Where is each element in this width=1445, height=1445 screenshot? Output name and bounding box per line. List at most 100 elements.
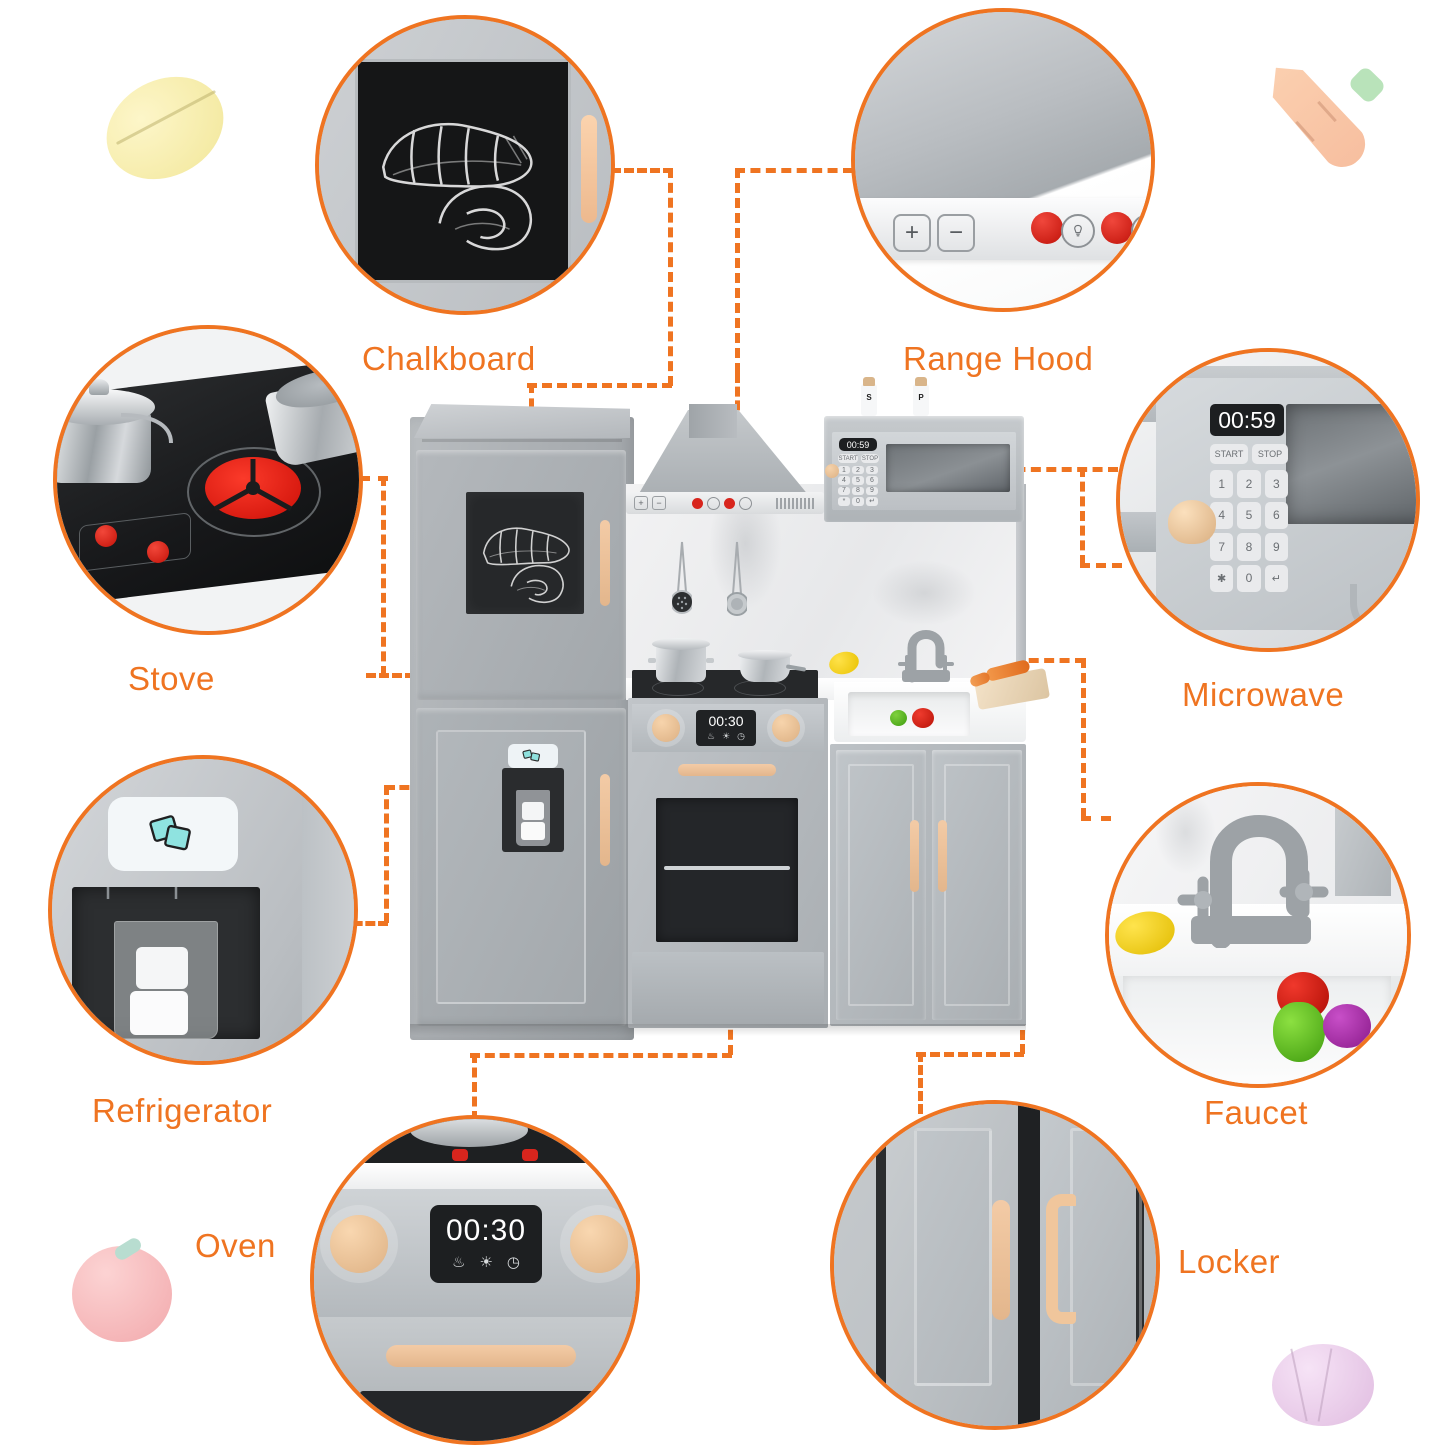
callout-bubble-oven[interactable]: 00:30 ♨ ☀ ◷	[310, 1115, 640, 1445]
microwave-zoom-key-8[interactable]: 8	[1237, 533, 1261, 561]
label-faucet: Faucet	[1204, 1094, 1308, 1131]
stove-zoom-knob-1[interactable]	[95, 525, 117, 547]
hood-red-button-2[interactable]	[724, 497, 735, 509]
microwave-key-6[interactable]: 6	[866, 476, 878, 485]
callout-bubble-locker[interactable]	[830, 1100, 1160, 1430]
microwave-zoom-key-1[interactable]: 1	[1210, 470, 1234, 498]
microwave-zoom-key-2[interactable]: 2	[1237, 470, 1261, 498]
microwave-key-enter[interactable]: ↵	[866, 496, 878, 506]
microwave-stop-button[interactable]: STOP	[861, 454, 879, 463]
sink-faucet[interactable]	[892, 608, 960, 684]
microwave-zoom-key-6[interactable]: 6	[1264, 501, 1288, 529]
microwave-key-star[interactable]: *	[838, 496, 850, 506]
connector-microwave-v1	[1080, 467, 1085, 565]
oven-knob-left[interactable]	[652, 714, 680, 742]
range-hood-control-strip[interactable]: + −	[626, 492, 824, 514]
hood-zoom-minus-button[interactable]: −	[937, 214, 975, 252]
locker-zoom-handle-right[interactable]	[1046, 1194, 1076, 1324]
oven-knob-right[interactable]	[772, 714, 800, 742]
connector-stove-h1	[366, 673, 428, 678]
hood-minus-button[interactable]: −	[652, 496, 666, 510]
connector-hood-h1	[735, 168, 853, 173]
oven-zoom-knob-left[interactable]	[330, 1215, 388, 1273]
pot-lid	[652, 638, 710, 650]
microwave-zoom-door-knob[interactable]	[1168, 500, 1216, 544]
microwave-key-9[interactable]: 9	[866, 486, 878, 495]
hood-red-button-1[interactable]	[692, 497, 703, 509]
oven-door-window	[656, 798, 798, 942]
hanging-ladle	[725, 540, 749, 630]
connector-chalkboard-h1	[611, 168, 673, 173]
faucet-zoom-fixture[interactable]	[1165, 788, 1341, 949]
backsplash-right-edge	[1016, 484, 1026, 682]
hood-zoom-red-button-1[interactable]	[1031, 212, 1063, 244]
microwave-display: 00:59	[839, 438, 877, 451]
oven-zoom-pan	[410, 1119, 528, 1147]
microwave-zoom-keypad[interactable]: 1 2 3 4 5 6 7 8 9 ✱ 0 ↵	[1210, 470, 1288, 592]
microwave-key-5[interactable]: 5	[852, 476, 864, 485]
callout-bubble-faucet[interactable]	[1105, 782, 1411, 1088]
microwave-zoom-key-star[interactable]: ✱	[1210, 564, 1234, 592]
microwave-zoom-stop-button[interactable]: STOP	[1252, 444, 1288, 464]
callout-bubble-refrigerator[interactable]	[48, 755, 358, 1065]
hood-zoom-red-button-2[interactable]	[1101, 212, 1133, 244]
locker-door-left-handle[interactable]	[910, 820, 919, 892]
oven-door-handle[interactable]	[678, 764, 776, 776]
microwave-zoom-key-enter[interactable]: ↵	[1264, 564, 1288, 592]
locker-zoom-gap-right	[1134, 1104, 1144, 1426]
microwave-zoom-key-5[interactable]: 5	[1237, 501, 1261, 529]
microwave-key-0[interactable]: 0	[852, 496, 864, 506]
ice-cube-icon	[508, 744, 558, 768]
refrigerator-lower-door-handle[interactable]	[600, 774, 610, 866]
microwave-key-7[interactable]: 7	[838, 486, 850, 495]
hood-vent-grille	[776, 497, 816, 509]
connector-oven-h1	[470, 1053, 732, 1058]
microwave-zoom-key-7[interactable]: 7	[1210, 533, 1234, 561]
locker-door-right[interactable]	[932, 750, 1022, 1020]
microwave-start-button[interactable]: START	[838, 454, 858, 463]
refrigerator-top-shelf-line	[422, 439, 622, 442]
pepper-shaker: P	[913, 377, 929, 416]
pot-handle-right	[706, 658, 714, 663]
callout-bubble-stove[interactable]	[53, 325, 363, 635]
oven-rack-line	[664, 866, 790, 870]
microwave-key-3[interactable]: 3	[866, 466, 878, 475]
connector-fridge-v1	[384, 785, 389, 923]
microwave-zoom-start-button[interactable]: START	[1210, 444, 1248, 464]
connector-faucet-h2	[1081, 816, 1111, 821]
microwave-door-knob[interactable]	[825, 464, 839, 478]
sink-basin[interactable]	[848, 692, 970, 736]
toy-onion-zoom	[1323, 1004, 1371, 1048]
refrigerator-upper-door-handle[interactable]	[600, 520, 610, 606]
microwave-zoom-key-0[interactable]: 0	[1237, 564, 1261, 592]
callout-bubble-range-hood[interactable]: + −	[851, 8, 1155, 312]
connector-microwave-h1	[1000, 467, 1118, 472]
stove-zoom-knob-2[interactable]	[147, 541, 169, 563]
callout-bubble-microwave[interactable]: 00:59 START STOP 1 2 3 4 5 6 7 8 9 ✱ 0 ↵	[1116, 348, 1420, 652]
toy-pear-zoom	[1273, 1002, 1325, 1062]
microwave-key-2[interactable]: 2	[852, 466, 864, 475]
microwave-keypad[interactable]: 1 2 3 4 5 6 7 8 9 * 0 ↵	[838, 466, 878, 506]
locker-door-right-handle[interactable]	[938, 820, 947, 892]
microwave-key-1[interactable]: 1	[838, 466, 850, 475]
ice-cube-button-zoom[interactable]	[108, 797, 238, 871]
microwave-key-8[interactable]: 8	[852, 486, 864, 495]
callout-bubble-chalkboard[interactable]	[315, 15, 615, 315]
connector-faucet-v1	[1081, 658, 1086, 818]
microwave-key-4[interactable]: 4	[838, 476, 850, 485]
oven-bottom-drawer[interactable]	[632, 952, 824, 1024]
salt-shaker-letter: S	[866, 393, 872, 402]
locker-zoom-handle-left[interactable]	[992, 1200, 1010, 1320]
oven-zoom-knob-right[interactable]	[570, 1215, 628, 1273]
oven-zoom-door-window	[360, 1391, 598, 1441]
hood-plus-button[interactable]: +	[634, 496, 648, 510]
microwave-zoom-key-3[interactable]: 3	[1264, 470, 1288, 498]
hood-zoom-plus-button[interactable]: +	[893, 214, 931, 252]
pepper-shaker-letter: P	[918, 393, 924, 402]
oven-zoom-mode-icons: ♨ ☀ ◷	[430, 1255, 542, 1270]
microwave-zoom-key-9[interactable]: 9	[1264, 533, 1288, 561]
water-dispenser[interactable]	[502, 744, 564, 852]
chalkboard-panel[interactable]	[466, 492, 584, 614]
ice-cube-in-cup-2	[521, 822, 545, 840]
oven-zoom-door-handle[interactable]	[386, 1345, 576, 1367]
